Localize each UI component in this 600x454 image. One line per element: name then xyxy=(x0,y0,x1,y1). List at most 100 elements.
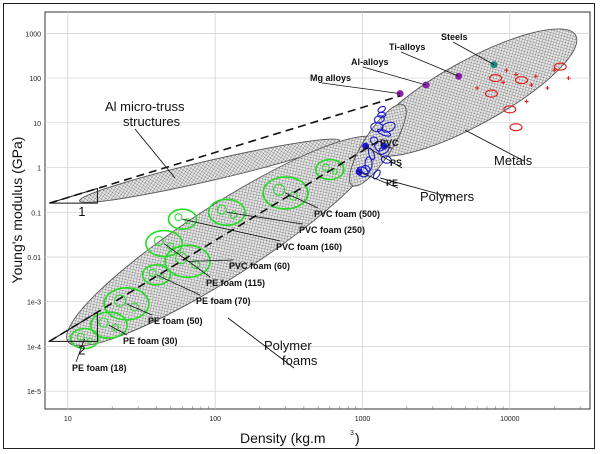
foam-bubble xyxy=(167,208,198,231)
foam-leader xyxy=(126,303,153,316)
foam-sub-bubble xyxy=(113,294,127,307)
x-axis-title: Density (kg.m xyxy=(240,430,326,446)
foam-label: PVC foam (160) xyxy=(276,242,342,252)
x-tick-label: 10 xyxy=(64,416,72,423)
slope-triangle xyxy=(49,187,98,204)
foam-bubble xyxy=(207,198,246,227)
foam-sub-bubble xyxy=(158,273,165,280)
slope-label: 1 xyxy=(78,204,85,219)
y-tick-label: 1e-5 xyxy=(27,389,41,396)
metal-point xyxy=(529,83,534,88)
foam-label: PVC foam (60) xyxy=(229,261,290,271)
foam-leader xyxy=(163,243,211,278)
x-tick-label: 100 xyxy=(209,416,221,423)
metal-loop xyxy=(509,123,523,132)
y-tick-label: 0.01 xyxy=(27,255,41,262)
slope-label: 2 xyxy=(78,342,85,357)
metal-point xyxy=(513,72,518,77)
annotation-label-line2: foams xyxy=(282,353,318,368)
foam-leader xyxy=(187,259,234,262)
metal-point xyxy=(533,74,538,79)
material-leader xyxy=(452,41,495,65)
metal-loop xyxy=(503,105,517,114)
metal-point xyxy=(475,85,480,90)
foam-bubble xyxy=(315,158,345,181)
material-leader xyxy=(362,66,427,86)
material-label: PE xyxy=(386,178,398,188)
foam-label: PE foam (18) xyxy=(72,363,127,373)
slope-triangle xyxy=(47,311,98,342)
y-tick-label: 1 xyxy=(37,166,41,173)
foam-sub-bubble xyxy=(76,332,85,341)
polymer-loop xyxy=(377,105,386,113)
foam-bubble xyxy=(145,229,184,258)
material-leader xyxy=(383,145,393,149)
x-tick-label: 10000 xyxy=(500,416,520,423)
material-label: PS xyxy=(390,158,402,168)
y-tick-label: 10 xyxy=(33,121,41,128)
polymer-loop xyxy=(381,121,396,133)
material-leader xyxy=(359,171,399,189)
annotation-label: Metals xyxy=(494,153,533,168)
x-axis-title-sup: 3 xyxy=(350,430,354,437)
y-tick-label: 1e-3 xyxy=(27,300,41,307)
polymer-loop xyxy=(380,155,392,164)
polymer-loop xyxy=(370,122,384,133)
foam-sub-bubble xyxy=(272,183,286,196)
polymer-loop xyxy=(376,128,392,137)
polymer-loop xyxy=(369,136,379,145)
foam-bubble xyxy=(69,327,100,350)
annotation-leader xyxy=(134,128,176,179)
foam-sub-bubble xyxy=(331,168,338,175)
foam-sub-bubble xyxy=(148,268,157,277)
material-label: Mg alloys xyxy=(310,73,351,83)
foam-leader xyxy=(182,218,281,242)
annotation-label-line2: structures xyxy=(123,114,181,129)
y-axis-title: Young's modulus (GPa) xyxy=(9,137,25,284)
foam-leader xyxy=(285,192,319,209)
property-envelopes xyxy=(66,28,578,347)
foam-bubble xyxy=(89,311,128,339)
y-tick-label: 0.1 xyxy=(31,210,41,217)
foam-label: PE foam (30) xyxy=(123,336,178,346)
metal-loop xyxy=(489,74,503,83)
metal-point xyxy=(545,85,550,90)
polymer-loop xyxy=(364,156,373,172)
foam-sub-bubble xyxy=(86,337,93,344)
annotation-leader xyxy=(464,129,525,162)
foam-leader xyxy=(108,324,128,336)
annotation-label: Al micro-truss xyxy=(105,99,185,114)
foam-leader xyxy=(226,211,304,225)
polymer-loop xyxy=(372,169,381,180)
polymer-loop xyxy=(360,164,371,175)
annotation-label: Polymer xyxy=(264,338,312,353)
metal-point xyxy=(566,76,571,81)
y-tick-label: 1e-4 xyxy=(27,344,41,351)
material-label: Steels xyxy=(441,32,468,42)
annotation-leader xyxy=(379,177,451,198)
metal-point xyxy=(524,99,529,104)
metal-loop xyxy=(553,62,567,71)
x-axis-ticks: 10 100 1000 10000 xyxy=(64,416,520,423)
x-tick-label: 1000 xyxy=(355,416,371,423)
envelope-al-micro-truss-structures xyxy=(79,138,341,203)
foam-bubble xyxy=(141,264,172,286)
material-label: PVC xyxy=(380,138,399,148)
foam-label: PE foam (70) xyxy=(196,296,251,306)
foam-sub-bubble xyxy=(191,260,201,270)
metal-point xyxy=(501,80,506,85)
metal-point xyxy=(504,68,509,73)
foam-bubble xyxy=(164,244,211,279)
slope-guides xyxy=(47,95,401,343)
foam-leader xyxy=(156,274,201,296)
y-tick-label: 1000 xyxy=(25,31,41,38)
foam-sub-bubble xyxy=(153,235,164,246)
foam-sub-bubble xyxy=(216,204,227,215)
foam-bubble xyxy=(103,286,150,321)
material-label: Al-alloys xyxy=(351,57,389,67)
foam-bubble xyxy=(262,176,309,210)
metal-loop xyxy=(484,89,498,98)
figure-frame xyxy=(3,3,595,449)
foam-sub-bubble xyxy=(229,211,238,219)
